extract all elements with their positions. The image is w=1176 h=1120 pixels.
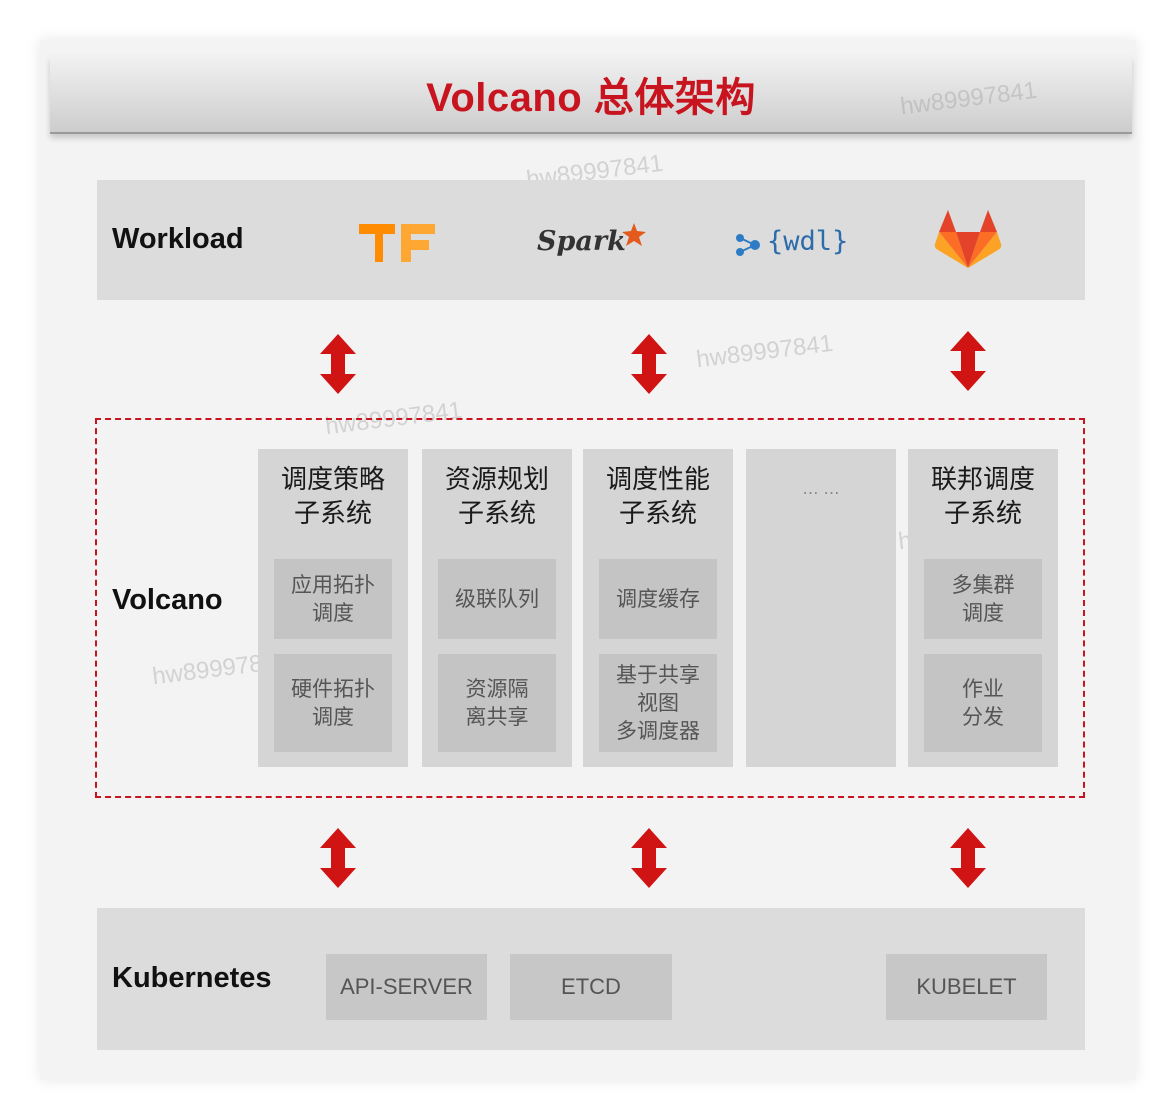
subsystem-title: 资源规划 子系统: [444, 465, 549, 529]
volcano-frame: [95, 418, 1085, 798]
spark-logo-text: Spark: [537, 226, 626, 257]
workload-band: [97, 180, 1085, 300]
ellipsis-text: … …: [802, 479, 840, 498]
module-box: 调度缓存: [599, 559, 717, 639]
subsystem-placeholder: … …: [746, 449, 896, 767]
title-bar: Volcano 总体架构: [50, 56, 1132, 134]
bidirectional-arrow-icon: [631, 334, 667, 394]
module-box: 应用拓扑 调度: [274, 559, 392, 639]
kubernetes-label: Kubernetes: [112, 962, 272, 994]
subsystem-scheduling-policy: 调度策略 子系统 应用拓扑 调度 硬件拓扑 调度: [258, 449, 408, 767]
subsystem-title: 调度性能 子系统: [605, 465, 710, 529]
bidirectional-arrow-icon: [950, 331, 986, 391]
spark-logo-icon: Spark: [537, 222, 649, 262]
bidirectional-arrow-icon: [320, 334, 356, 394]
module-box: 资源隔 离共享: [438, 654, 556, 752]
bidirectional-arrow-icon: [320, 828, 356, 888]
bidirectional-arrow-icon: [950, 828, 986, 888]
subsystem-title: 联邦调度 子系统: [930, 465, 1035, 529]
diagram-title: Volcano 总体架构: [426, 76, 756, 120]
gitlab-logo-icon: [934, 210, 1002, 268]
k8s-component-kubelet: KUBELET: [886, 954, 1047, 1020]
tensorflow-logo-icon: [359, 224, 435, 262]
subsystem-title: 调度策略 子系统: [280, 465, 385, 529]
subsystem-scheduling-performance: 调度性能 子系统 调度缓存 基于共享 视图 多调度器: [583, 449, 733, 767]
subsystem-resource-planning: 资源规划 子系统 级联队列 资源隔 离共享: [422, 449, 572, 767]
bidirectional-arrow-icon: [631, 828, 667, 888]
module-box: 硬件拓扑 调度: [274, 654, 392, 752]
workload-label: Workload: [112, 223, 244, 255]
module-box: 基于共享 视图 多调度器: [599, 654, 717, 752]
module-box: 级联队列: [438, 559, 556, 639]
k8s-component-etcd: ETCD: [510, 954, 672, 1020]
wdl-logo-icon: {wdl}: [735, 224, 875, 264]
subsystem-federated-scheduling: 联邦调度 子系统 多集群 调度 作业 分发: [908, 449, 1058, 767]
volcano-label: Volcano: [112, 584, 223, 616]
module-box: 多集群 调度: [924, 559, 1042, 639]
module-box: 作业 分发: [924, 654, 1042, 752]
wdl-logo-text: {wdl}: [767, 226, 849, 257]
k8s-component-api-server: API-SERVER: [326, 954, 487, 1020]
